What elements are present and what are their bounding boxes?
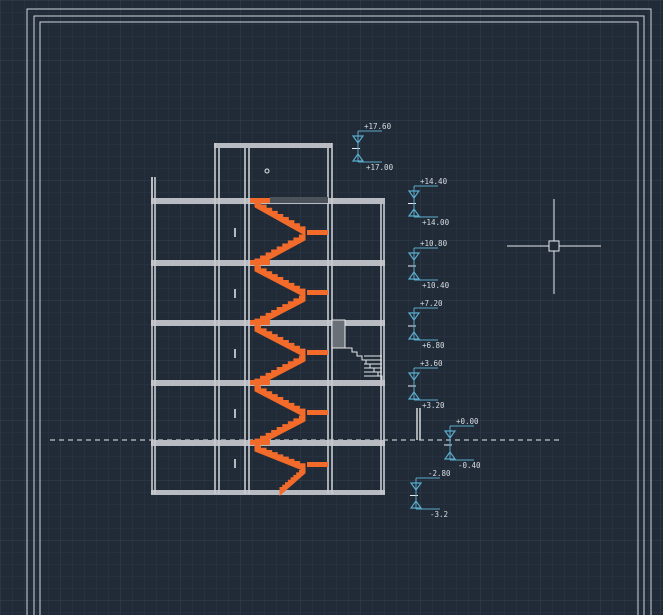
stair-landing [250, 198, 270, 203]
elevation-marker-level-5: +14.40 +14.00 [407, 177, 450, 227]
stair-flight [254, 355, 306, 388]
sheet-frame [26, 8, 652, 615]
stair-flight [254, 385, 306, 418]
stair-landing [307, 462, 328, 467]
crosshair-cursor [507, 199, 601, 294]
stair-landing [307, 410, 328, 415]
elevation-marker-level-2: +3.60 +3.20 [407, 359, 445, 410]
elevation-label-upper: +14.40 [420, 177, 448, 186]
main-staircase [250, 198, 328, 497]
elevation-label-upper: +0.00 [456, 417, 479, 426]
stair-flight [254, 234, 306, 268]
elevation-marker-level-3: +7.20 +6.80 [407, 299, 445, 350]
stair-flight [254, 295, 306, 328]
elevation-label-lower: +3.20 [422, 401, 445, 410]
elevation-marker-roof-top: +17.60 +17.00 [351, 122, 394, 172]
elevation-label-lower: -3.2 [430, 510, 448, 519]
stair-flight [279, 467, 306, 497]
stair-flight [254, 201, 306, 236]
stair-flight [254, 325, 306, 358]
elevation-label-lower: +10.40 [422, 281, 450, 290]
elevation-label-upper: +17.60 [364, 122, 392, 131]
roof-door-knob [264, 168, 270, 174]
elevation-label-upper: -2.80 [428, 469, 451, 478]
elevation-label-upper: +7.20 [420, 299, 443, 308]
elevation-label-upper: +10.80 [420, 239, 448, 248]
walls [151, 143, 385, 494]
stair-flight [254, 415, 306, 448]
stair-landing [307, 290, 328, 295]
elevation-label-lower: +17.00 [366, 163, 394, 172]
stair-landing [307, 230, 328, 235]
elevation-marker-basement: -2.80 -3.2 [409, 469, 451, 519]
elevation-label-upper: +3.60 [420, 359, 443, 368]
elevation-label-lower: -0.40 [458, 461, 481, 470]
elevation-marker-ground: +0.00 -0.40 [443, 417, 481, 470]
elevation-label-lower: +6.80 [422, 341, 445, 350]
stair-flight [254, 265, 306, 298]
stair-landing [307, 350, 328, 355]
stair-flight [254, 445, 306, 472]
side-entrance-stair [331, 319, 383, 380]
elevation-markers: +17.60 +17.00 +14.40 +14.00 +10.80 +10.40 +7.2… [351, 122, 481, 519]
elevation-marker-level-4: +10.80 +10.40 [407, 239, 450, 290]
elevation-label-lower: +14.00 [422, 218, 450, 227]
